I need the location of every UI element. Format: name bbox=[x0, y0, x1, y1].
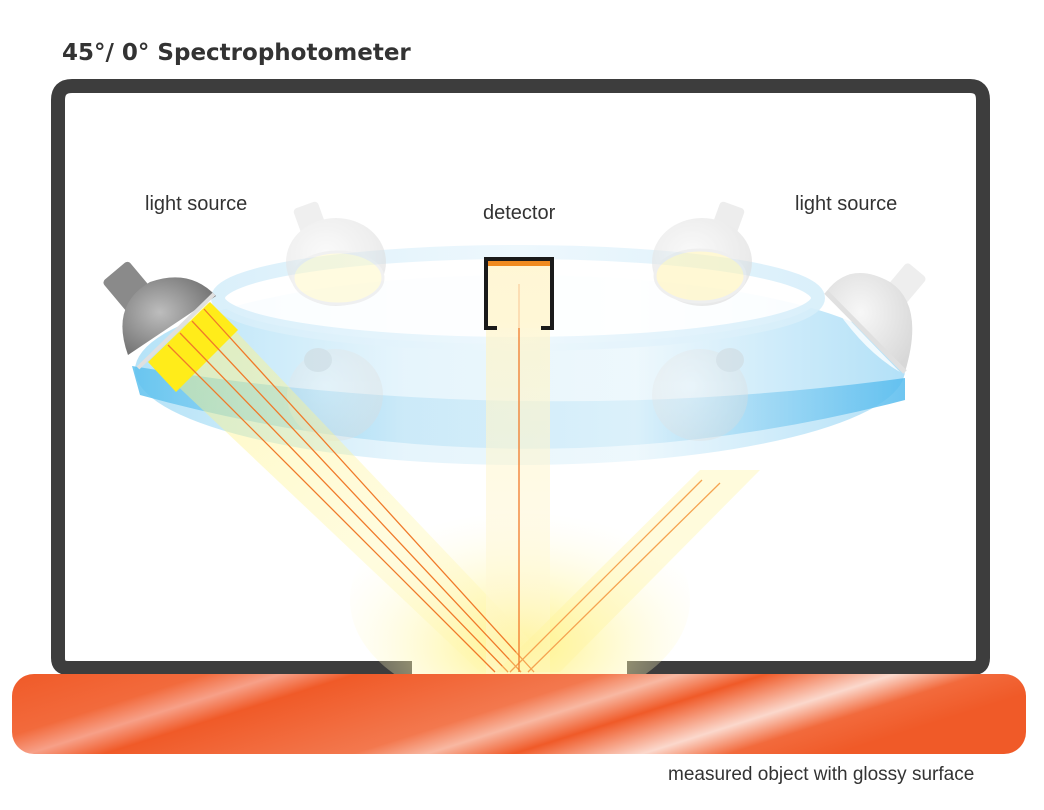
reflected-light-beam bbox=[496, 470, 760, 672]
detector bbox=[484, 257, 554, 330]
lamp-right bbox=[824, 263, 926, 374]
lamp-faded-top-right bbox=[652, 201, 752, 306]
detector-label: detector bbox=[483, 202, 556, 224]
lamp-faded-bottom-right bbox=[652, 348, 748, 441]
lamp-faded-top-left bbox=[286, 201, 386, 306]
detector-sensor bbox=[488, 261, 550, 266]
measured-object bbox=[12, 674, 1026, 754]
measured-object-label: measured object with glossy surface bbox=[668, 764, 974, 785]
incident-light-beam bbox=[150, 302, 560, 672]
diagram-title: 45°/ 0° Spectrophotometer bbox=[62, 40, 411, 66]
reflected-rays bbox=[509, 479, 721, 673]
detector-beam bbox=[486, 264, 550, 674]
light-source-left-label: light source bbox=[145, 193, 247, 215]
light-source-right-label: light source bbox=[795, 193, 897, 215]
incident-rays bbox=[167, 308, 535, 673]
